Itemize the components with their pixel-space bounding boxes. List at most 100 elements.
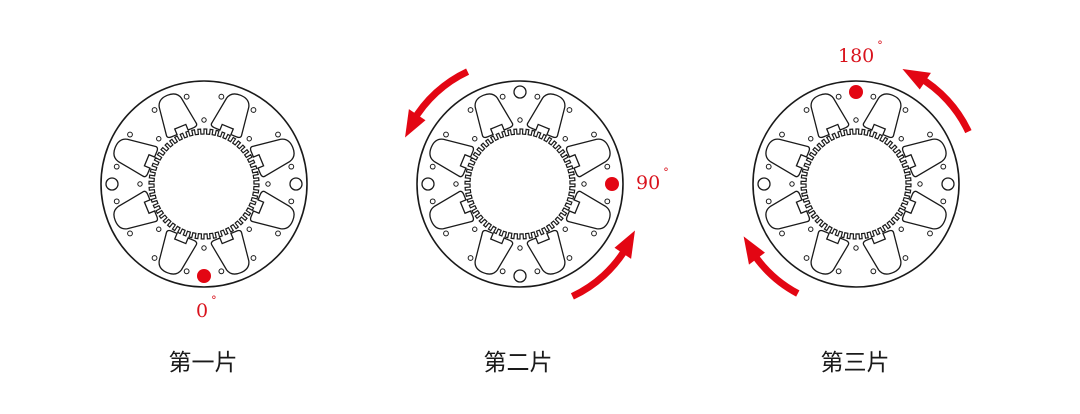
small-hole <box>534 268 541 275</box>
small-hole <box>902 255 909 261</box>
stator-slot <box>526 93 566 139</box>
small-hole <box>472 136 478 142</box>
small-hole <box>183 93 190 100</box>
small-hole <box>940 198 947 205</box>
small-hole <box>591 131 597 138</box>
small-hole <box>581 181 587 187</box>
small-hole <box>275 230 281 237</box>
small-hole <box>591 230 597 237</box>
toothed-bore <box>148 128 260 240</box>
large-hole <box>513 85 527 99</box>
stator-slot <box>210 229 250 275</box>
red-dot-marker-icon <box>605 177 619 191</box>
small-hole <box>467 255 474 261</box>
large-hole <box>289 177 303 191</box>
stator-slot <box>565 138 611 178</box>
small-hole <box>288 163 295 170</box>
stator-slot <box>765 190 811 230</box>
small-hole <box>803 107 810 113</box>
lamination-1 <box>100 80 308 288</box>
large-hole <box>941 177 955 191</box>
small-hole <box>265 181 271 187</box>
stator-slot <box>474 93 514 139</box>
caption-lamination-2: 第二片 <box>483 350 553 376</box>
small-hole <box>808 226 814 232</box>
lamination-3 <box>743 69 972 297</box>
stator-slot <box>862 229 902 275</box>
arrow-head <box>614 230 635 259</box>
degree-sign: ° <box>877 39 883 52</box>
small-hole <box>156 226 162 232</box>
small-hole <box>566 255 573 261</box>
stator-slot <box>249 138 295 178</box>
stator-slot <box>429 190 475 230</box>
small-hole <box>604 198 611 205</box>
large-hole <box>513 269 527 283</box>
stator-slot <box>113 190 159 230</box>
angle-value: 180 <box>838 45 875 67</box>
small-hole <box>201 117 207 123</box>
stator-slot <box>810 229 850 275</box>
small-hole <box>927 131 933 138</box>
small-hole <box>808 136 814 142</box>
small-hole <box>499 93 506 100</box>
small-hole <box>467 107 474 113</box>
small-hole <box>853 117 859 123</box>
small-hole <box>137 181 143 187</box>
small-hole <box>151 255 158 261</box>
small-hole <box>566 107 573 113</box>
stator-slot <box>158 229 198 275</box>
small-hole <box>250 255 257 261</box>
stator-slot <box>429 138 475 178</box>
toothed-bore <box>800 128 912 240</box>
angle-value: 0 <box>196 300 209 322</box>
small-hole <box>201 245 207 251</box>
red-dot-marker-icon <box>197 269 211 283</box>
small-hole <box>453 181 459 187</box>
curved-arrow-icon <box>570 244 631 300</box>
angle-label-3: 180° <box>838 39 883 67</box>
degree-sign: ° <box>211 294 217 307</box>
small-hole <box>870 268 877 275</box>
small-hole <box>765 163 772 170</box>
small-hole <box>803 255 810 261</box>
small-hole <box>113 198 120 205</box>
toothed-bore <box>464 128 576 240</box>
stator-slot <box>210 93 250 139</box>
curved-arrow-icon <box>749 249 800 297</box>
stator-slot <box>765 138 811 178</box>
small-hole <box>218 268 225 275</box>
small-hole <box>517 117 523 123</box>
small-hole <box>127 230 133 237</box>
small-hole <box>902 107 909 113</box>
degree-sign: ° <box>663 166 669 179</box>
stator-slot <box>810 93 850 139</box>
small-hole <box>429 198 436 205</box>
small-hole <box>183 268 190 275</box>
red-dot-marker-icon <box>849 85 863 99</box>
small-hole <box>250 107 257 113</box>
angle-label-2: 90° <box>636 166 669 194</box>
small-hole <box>288 198 295 205</box>
small-hole <box>779 230 785 237</box>
small-hole <box>246 226 252 232</box>
stator-slot <box>901 190 947 230</box>
small-hole <box>835 93 842 100</box>
large-hole <box>105 177 119 191</box>
small-hole <box>275 131 281 138</box>
stator-slot <box>565 190 611 230</box>
stator-slot <box>901 138 947 178</box>
stator-slot <box>158 93 198 139</box>
small-hole <box>517 245 523 251</box>
small-hole <box>898 226 904 232</box>
small-hole <box>562 136 568 142</box>
small-hole <box>853 245 859 251</box>
small-hole <box>429 163 436 170</box>
arrow-head <box>405 109 426 138</box>
small-hole <box>940 163 947 170</box>
large-hole <box>421 177 435 191</box>
stator-slot <box>526 229 566 275</box>
small-hole <box>156 136 162 142</box>
small-hole <box>127 131 133 138</box>
